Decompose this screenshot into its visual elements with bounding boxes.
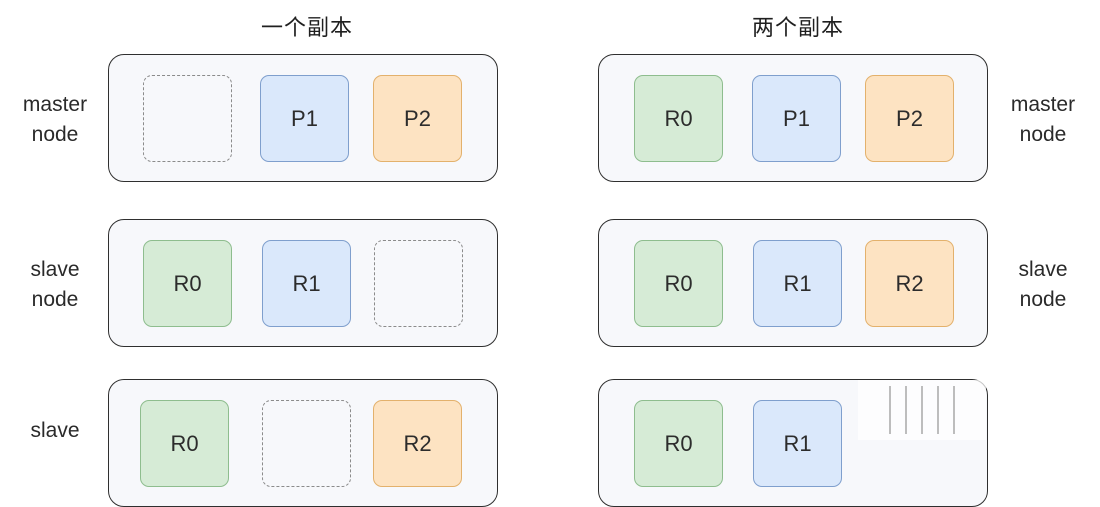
watermark-stroke xyxy=(937,386,939,434)
left-master-node-label: master node xyxy=(10,90,100,150)
title-two-replicas: 两个副本 xyxy=(751,16,844,41)
replica-shard-r0: R0 xyxy=(143,240,232,327)
replica-shard-r0: R0 xyxy=(634,400,723,487)
primary-shard-p2: P2 xyxy=(865,75,954,162)
right-master-node: R0 P1 P2 xyxy=(598,54,988,182)
watermark xyxy=(858,380,986,440)
shard-label: R0 xyxy=(664,105,693,131)
replica-shard-r0: R0 xyxy=(634,240,723,327)
replica-shard-r1: R1 xyxy=(262,240,351,327)
replica-shard-r2: R2 xyxy=(865,240,954,327)
node-label-line1: master xyxy=(22,93,88,116)
left-master-node: P1 P2 xyxy=(108,54,498,182)
shard-label: R1 xyxy=(783,270,812,296)
shard-label: R0 xyxy=(664,430,693,456)
replica-shard-r1: R1 xyxy=(753,240,842,327)
watermark-stroke xyxy=(889,386,891,434)
shard-label: R0 xyxy=(664,270,693,296)
left-slave-node-2: R0 R2 xyxy=(108,379,498,507)
right-slave-node-label: slave node xyxy=(998,255,1088,315)
shard-label: P2 xyxy=(896,105,923,131)
shard-label: R0 xyxy=(173,270,202,296)
node-label-line2: node xyxy=(1019,123,1067,146)
node-label-line1: slave xyxy=(30,258,80,281)
node-label-line2: node xyxy=(31,123,79,146)
shard-label: R2 xyxy=(895,270,924,296)
replica-shard-r1: R1 xyxy=(753,400,842,487)
replica-shard-r0: R0 xyxy=(634,75,723,162)
right-master-node-label: master node xyxy=(998,90,1088,150)
shard-label: P1 xyxy=(291,105,318,131)
node-label-line2: node xyxy=(1019,288,1067,311)
empty-shard-slot xyxy=(143,75,232,162)
shard-label: R1 xyxy=(783,430,812,456)
node-label-line1: slave xyxy=(1018,258,1068,281)
primary-shard-p1: P1 xyxy=(260,75,349,162)
left-slave-node-2-label: slave xyxy=(10,416,100,446)
replica-shard-r0: R0 xyxy=(140,400,229,487)
shard-label: P2 xyxy=(404,105,431,131)
primary-shard-p1: P1 xyxy=(752,75,841,162)
watermark-stroke xyxy=(905,386,907,434)
empty-shard-slot xyxy=(374,240,463,327)
shard-label: P1 xyxy=(783,105,810,131)
left-slave-node-1: R0 R1 xyxy=(108,219,498,347)
empty-shard-slot xyxy=(262,400,351,487)
node-label-line1: slave xyxy=(30,419,80,442)
replica-shard-r2: R2 xyxy=(373,400,462,487)
shard-label: R2 xyxy=(403,430,432,456)
left-slave-node-label: slave node xyxy=(10,255,100,315)
watermark-stroke xyxy=(953,386,955,434)
title-one-replica: 一个副本 xyxy=(260,16,353,41)
shard-label: R1 xyxy=(292,270,321,296)
node-label-line1: master xyxy=(1010,93,1076,116)
watermark-stroke xyxy=(921,386,923,434)
primary-shard-p2: P2 xyxy=(373,75,462,162)
shard-label: R0 xyxy=(170,430,199,456)
right-slave-node-1: R0 R1 R2 xyxy=(598,219,988,347)
node-label-line2: node xyxy=(31,288,79,311)
